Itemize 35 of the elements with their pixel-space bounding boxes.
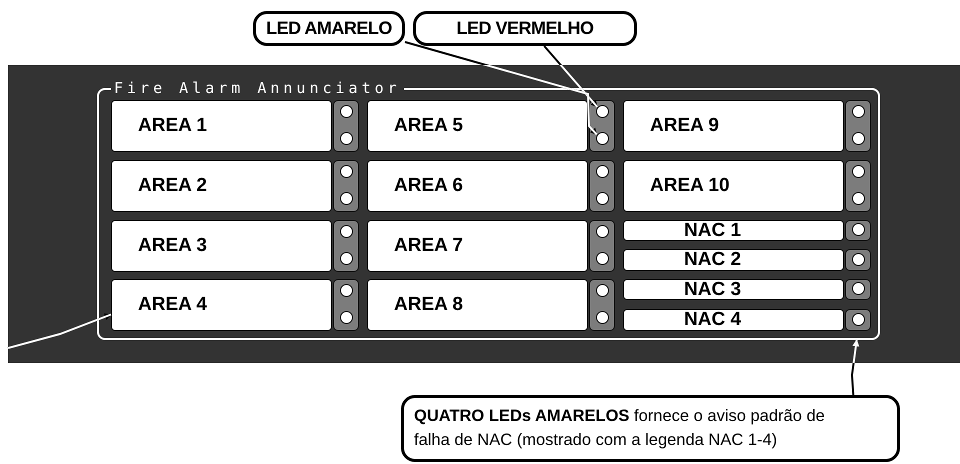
label-window [623, 309, 844, 331]
area-label: NAC 1 [684, 220, 742, 242]
area-label: AREA 6 [394, 175, 463, 197]
area-label: AREA 3 [138, 235, 207, 257]
label-window [367, 279, 588, 331]
callout-label: LED AMARELO [253, 11, 405, 46]
label-window [367, 220, 588, 272]
label-window [111, 279, 332, 331]
callout-label: LED VERMELHO [413, 11, 637, 46]
area-label: NAC 3 [684, 279, 742, 301]
area-label: AREA 8 [394, 294, 463, 316]
area-label: AREA 4 [138, 294, 207, 316]
arrow [851, 339, 860, 396]
area-label: AREA 9 [650, 115, 719, 137]
label-window [623, 279, 844, 300]
arrow [8, 313, 112, 349]
area-label: AREA 10 [650, 175, 730, 197]
arrow [404, 41, 598, 136]
label-window [623, 249, 844, 271]
label-window [111, 160, 332, 212]
area-label: NAC 2 [684, 249, 742, 271]
arrow [543, 45, 598, 108]
label-window [623, 220, 844, 241]
area-label: AREA 7 [394, 235, 463, 257]
area-label: AREA 2 [138, 175, 207, 197]
area-label: NAC 4 [684, 309, 742, 331]
label-window [111, 100, 332, 152]
area-label: AREA 5 [394, 115, 463, 137]
area-label: AREA 1 [138, 115, 207, 137]
label-window [623, 100, 844, 152]
label-window [623, 160, 844, 212]
label-window [111, 220, 332, 272]
label-window [367, 100, 588, 152]
callout-label: QUATRO LEDs AMARELOS fornece o aviso padrão de falha de NAC (mostrado com a legenda NAC 1-4) [401, 395, 900, 462]
label-window [367, 160, 588, 212]
